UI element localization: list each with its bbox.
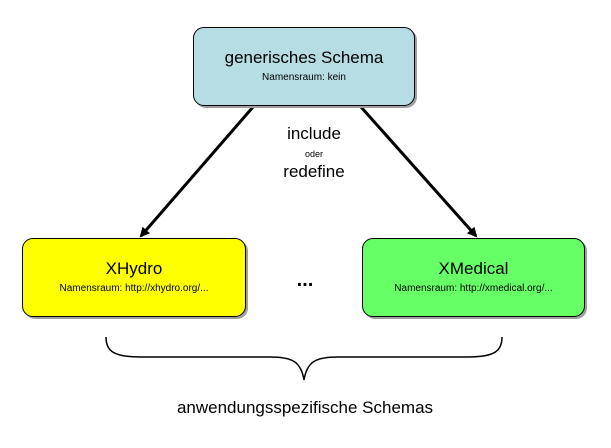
xmedical-namespace: Namensraum: http://xmedical.org/... [394,283,553,294]
grouping-brace [105,336,503,381]
xhydro-title: XHydro [105,259,163,278]
application-schemas-caption: anwendungsspezifische Schemas [176,398,434,417]
redefine-label: redefine [283,162,345,181]
generic-schema-title: generisches Schema [224,48,384,67]
xhydro-schema-box: XHydro Namensraum: http://xhydro.org/... [22,238,246,317]
include-label: include [287,124,341,143]
generic-schema-namespace: Namensraum: kein [262,72,346,83]
xmedical-schema-box: XMedical Namensraum: http://xmedical.org… [362,238,585,317]
generic-schema-box: generisches Schema Namensraum: kein [193,27,415,106]
xhydro-namespace: Namensraum: http://xhydro.org/... [59,283,209,294]
arrow-to-xhydro [139,106,255,238]
arrow-to-xmedical [359,106,478,238]
xmedical-title: XMedical [438,259,509,278]
oder-label: oder [304,149,323,159]
ellipsis-label: ... [296,269,314,291]
